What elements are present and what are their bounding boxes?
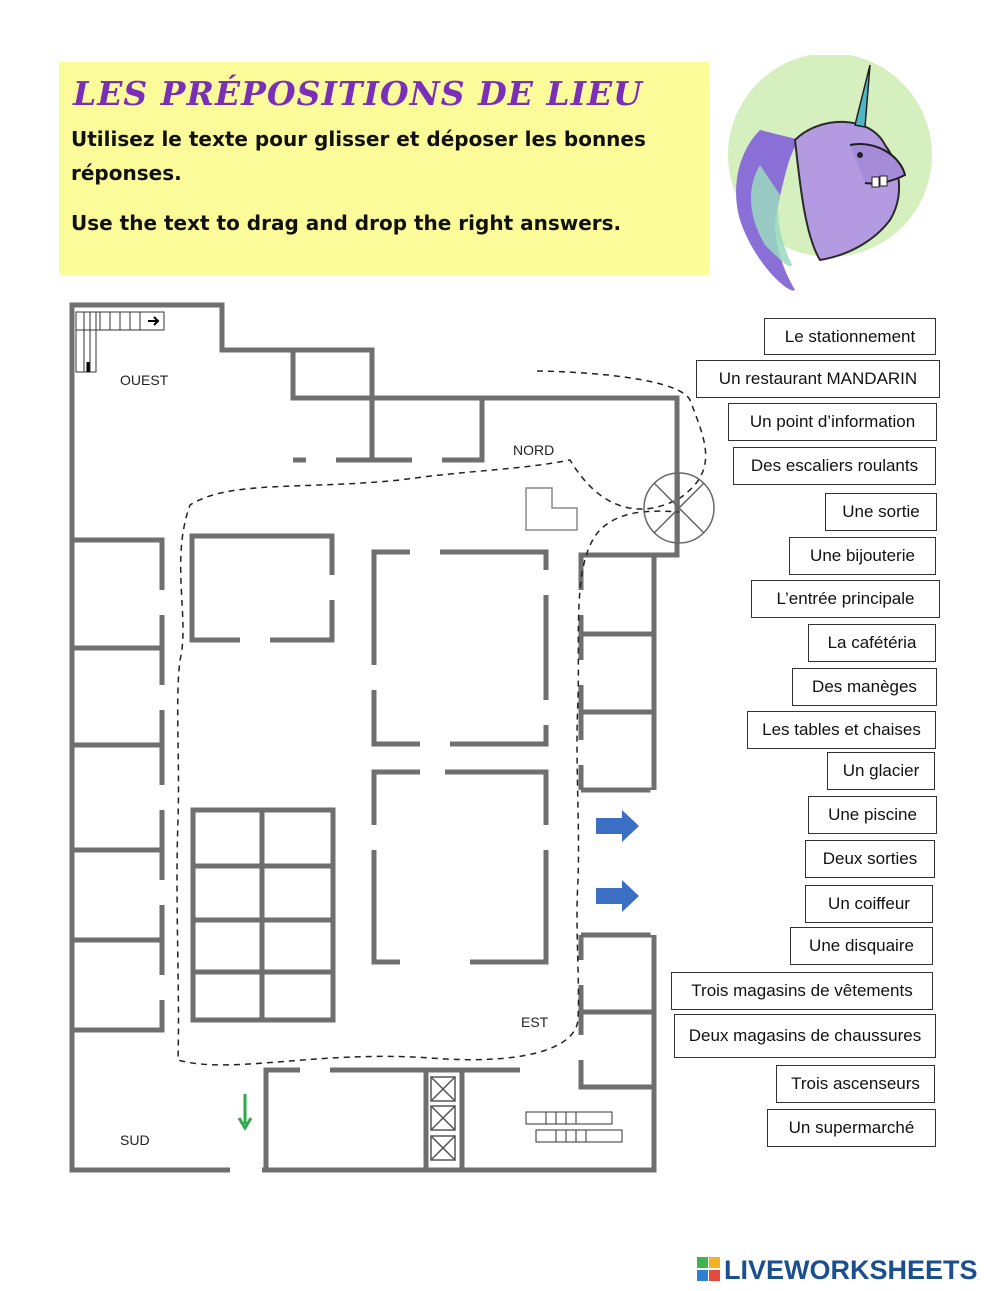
revolving-door-icon	[643, 472, 715, 544]
label-sud: SUD	[120, 1132, 150, 1148]
left-rooms	[72, 537, 165, 1033]
entrance-arrow-icon	[237, 1094, 253, 1131]
instruction-english: Use the text to drag and drop the right …	[71, 211, 622, 235]
answer-magasins-chaussures[interactable]: Deux magasins de chaussures	[674, 1014, 936, 1058]
answer-cafeteria[interactable]: La cafétéria	[808, 624, 936, 662]
unicorn-illustration	[728, 55, 932, 291]
answer-escaliers-roulants[interactable]: Des escaliers roulants	[733, 447, 936, 485]
exit-arrow-icon	[596, 880, 639, 912]
brand-name: LIVEWORKSHEETS	[724, 1254, 978, 1285]
stairs-icon	[75, 311, 165, 373]
center-room-bottom	[371, 769, 549, 965]
answer-disquaire[interactable]: Une disquaire	[790, 927, 933, 965]
page-title: LES PRÉPOSITIONS DE LIEU	[73, 74, 643, 113]
answer-restaurant-mandarin[interactable]: Un restaurant MANDARIN	[696, 360, 940, 398]
answer-deux-sorties[interactable]: Deux sorties	[805, 840, 935, 878]
kiosk-icon	[525, 487, 578, 531]
top-room-2	[369, 398, 485, 463]
center-left-room	[189, 533, 335, 643]
instruction-french: Utilisez le texte pour glisser et dépose…	[71, 127, 646, 185]
answer-entree-principale[interactable]: L’entrée principale	[751, 580, 940, 618]
mall-floor-plan	[69, 302, 715, 1174]
answer-stationnement[interactable]: Le stationnement	[764, 318, 936, 355]
escalator-icon	[525, 1111, 623, 1143]
header-panel: LES PRÉPOSITIONS DE LIEU Utilisez le tex…	[59, 62, 709, 275]
answer-glacier[interactable]: Un glacier	[827, 752, 935, 790]
answer-tables-chaises[interactable]: Les tables et chaises	[747, 711, 936, 749]
label-nord: NORD	[513, 442, 555, 458]
brand-logo: LIVEWORKSHEETS	[697, 1255, 978, 1285]
answer-supermarche[interactable]: Un supermarché	[767, 1109, 936, 1147]
center-room-top	[371, 549, 549, 747]
brand-logo-icon	[697, 1257, 720, 1281]
answer-maneges[interactable]: Des manèges	[792, 668, 937, 706]
right-rooms	[578, 552, 654, 790]
answer-bijouterie[interactable]: Une bijouterie	[789, 537, 936, 575]
walkway-path	[176, 370, 707, 1066]
answer-coiffeur[interactable]: Un coiffeur	[805, 885, 933, 923]
elevator-icon	[430, 1076, 456, 1161]
top-room-1	[293, 347, 375, 463]
exit-arrow-icon	[596, 810, 639, 842]
bottom-room	[263, 1067, 520, 1170]
answer-point-information[interactable]: Un point d’information	[728, 403, 937, 441]
answer-une-sortie[interactable]: Une sortie	[825, 493, 937, 531]
answer-ascenseurs[interactable]: Trois ascenseurs	[776, 1065, 935, 1103]
label-ouest: OUEST	[120, 372, 169, 388]
answer-piscine[interactable]: Une piscine	[808, 796, 937, 834]
label-est: EST	[521, 1014, 549, 1030]
answer-magasins-vetements[interactable]: Trois magasins de vêtements	[671, 972, 933, 1010]
horn-shape	[854, 64, 871, 128]
